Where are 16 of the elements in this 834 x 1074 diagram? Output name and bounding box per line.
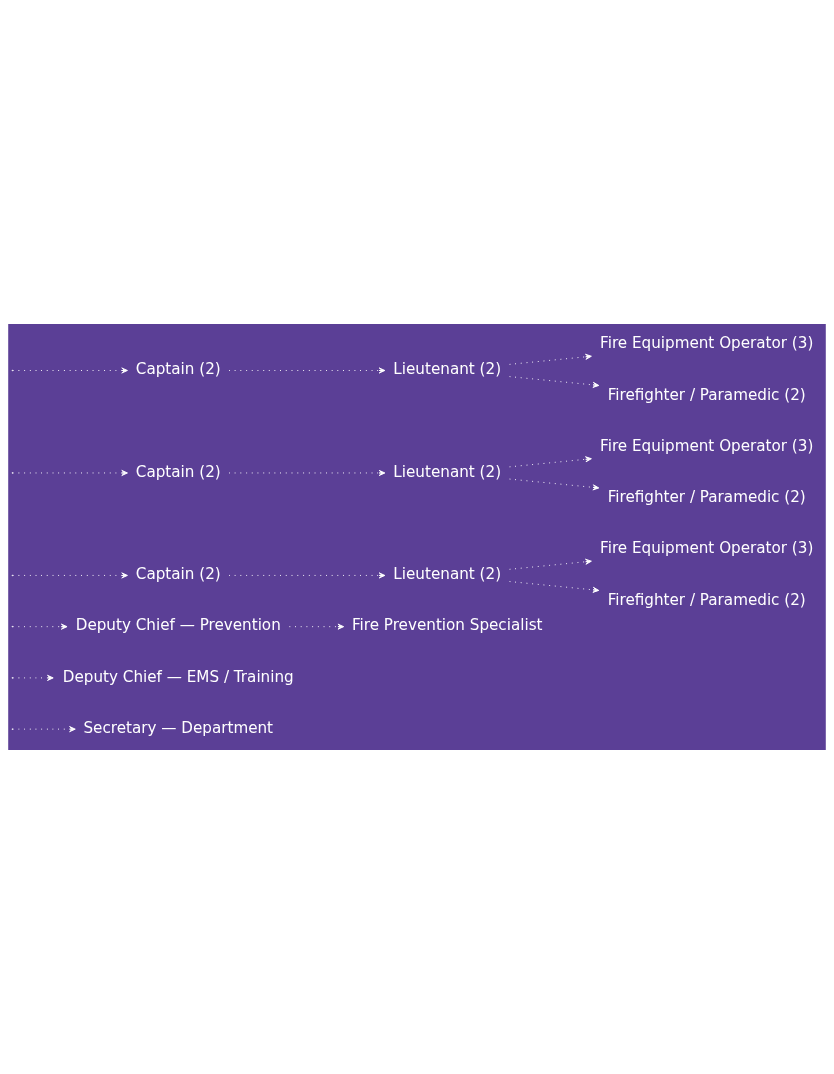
node-text: Firefighter / Paramedic (2) xyxy=(607,488,806,507)
node-text: Captain (2) xyxy=(135,360,221,379)
node-text: Firefighter / Paramedic (2) xyxy=(607,590,806,609)
node-text: Captain (2) xyxy=(135,565,221,584)
node-text: Lieutenant (2) xyxy=(393,360,502,379)
node-text: Deputy Chief — EMS / Training xyxy=(62,667,294,686)
node-text: Fire Equipment Operator (3) xyxy=(600,539,814,558)
node-text: Deputy Chief — Prevention xyxy=(75,616,281,635)
node-text: Lieutenant (2) xyxy=(393,565,502,584)
node-text: Fire Prevention Specialist xyxy=(351,616,543,635)
node-text: Fire Equipment Operator (3) xyxy=(600,334,814,353)
node-text: Firefighter / Paramedic (2) xyxy=(607,385,806,404)
node-text: Captain (2) xyxy=(135,462,221,481)
node-text: Lieutenant (2) xyxy=(393,462,502,481)
node-text: Fire Equipment Operator (3) xyxy=(600,436,814,455)
node-text: Secretary — Department xyxy=(83,718,274,737)
